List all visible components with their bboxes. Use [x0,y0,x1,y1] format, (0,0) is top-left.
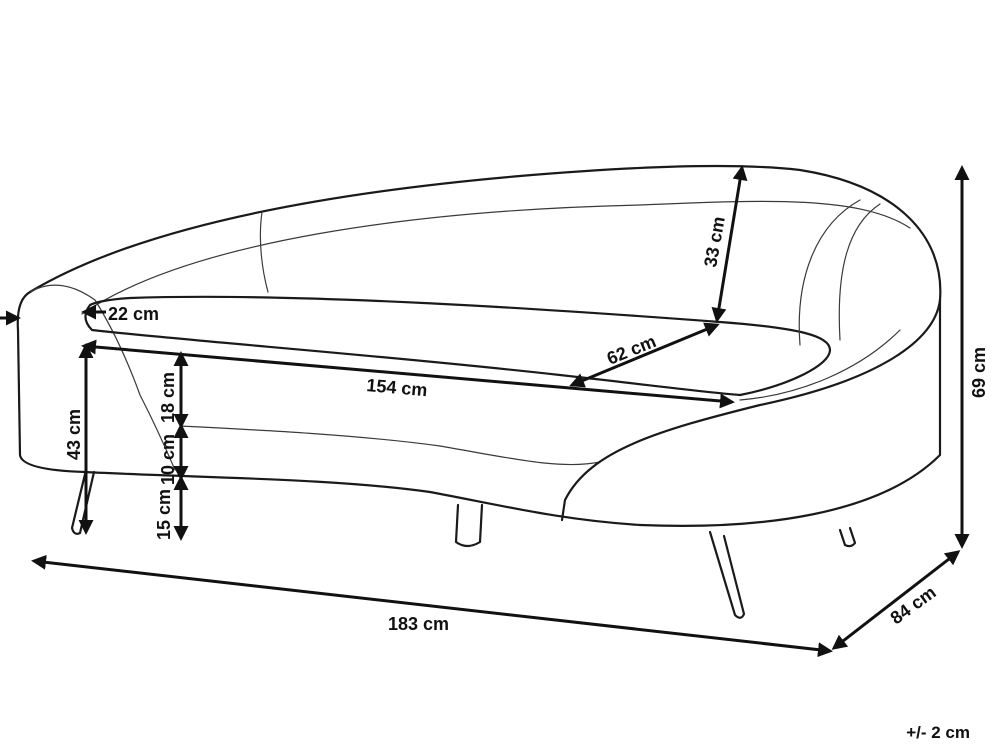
seat-edge-label: 22 cm [108,304,159,324]
seat-front [179,425,601,466]
total-depth-label: 84 cm [887,582,940,628]
seat-width-label: 154 cm [366,375,429,400]
leg-height-label: 15 cm [154,489,174,540]
frame-height-label: 10 cm [158,434,178,485]
cushion-height-label: 18 cm [158,372,178,423]
back-height-line [711,165,748,323]
dimension-lines [0,165,970,658]
total-width-line [31,554,833,658]
right-arm-inner [739,329,901,401]
total-height-label: 69 cm [969,347,989,398]
seat-width-line [81,339,735,409]
left-front-leg [70,468,96,535]
sofa-outline [16,164,942,619]
back-shell-top [28,164,942,302]
left-arm [16,290,942,527]
seat-height-label: 43 cm [64,409,84,460]
seat-depth-label: 62 cm [604,331,659,369]
total-depth-line [831,550,961,650]
center-leg [454,503,484,548]
right-arm-curve [560,298,942,522]
right-front-leg [708,530,746,619]
total-width-label: 183 cm [388,614,449,634]
back-inner-edge [81,200,911,315]
back-seam-left [259,211,269,293]
back-height-label: 33 cm [700,215,729,269]
back-seam-right [798,199,861,346]
right-back-leg [838,526,857,548]
back-seam-right-2 [838,203,881,341]
dimension-labels: 22 cm 33 cm 62 cm 154 cm 43 cm 18 cm 10 … [64,215,989,634]
tolerance-note: +/- 2 cm [906,723,970,742]
